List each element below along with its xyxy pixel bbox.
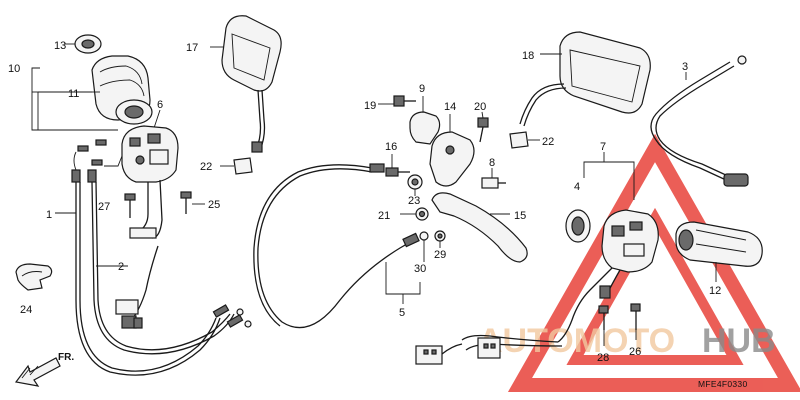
callout-11: 11 [68, 88, 79, 100]
cable-fittings-left [71, 139, 123, 183]
callout-21: 21 [378, 210, 390, 222]
callout-17: 17 [186, 42, 198, 54]
clutch-switch-8 [481, 168, 506, 189]
screw-25 [180, 191, 205, 214]
callout-7: 7 [600, 141, 606, 153]
callout-1: 1 [46, 209, 52, 221]
right-grip-12 [675, 221, 763, 282]
right-mirror-18 [519, 31, 651, 127]
callout-14: 14 [444, 101, 456, 113]
bracket-5 [385, 262, 421, 304]
callout-2: 2 [118, 261, 124, 273]
callout-8: 8 [489, 157, 495, 169]
cable-3 [650, 55, 749, 187]
cable-clamp-24 [15, 263, 53, 291]
bracket-7 [583, 152, 635, 200]
callout-22-left: 22 [200, 161, 212, 173]
screw-26 [630, 303, 641, 340]
throttle-cable-2 [91, 181, 235, 355]
diagram-code: MFE4F0330 [698, 379, 747, 389]
left-switch-housing-6 [121, 109, 179, 239]
mirror-nut-22-right [509, 131, 540, 149]
grip-end-cap-13 [64, 34, 102, 54]
left-grip-11 [91, 55, 153, 125]
nut-30 [419, 231, 429, 262]
callout-29: 29 [434, 249, 446, 261]
callout-20: 20 [474, 101, 486, 113]
clamp-9 [409, 96, 441, 145]
screw-28 [598, 305, 609, 346]
callout-13: 13 [54, 40, 66, 52]
callout-labels: 13 10 11 6 1 2 27 25 24 17 22 19 9 14 20… [8, 40, 721, 364]
throttle-cable-1 [55, 182, 221, 376]
callout-4: 4 [574, 181, 580, 193]
callout-24: 24 [20, 304, 32, 316]
callout-15: 15 [514, 210, 526, 222]
seal-ring-4 [565, 209, 591, 243]
watermark: AUTOMOTO HUB [478, 133, 800, 392]
bracket-10 [31, 67, 118, 131]
callout-30: 30 [414, 263, 426, 275]
dust-cover-23 [407, 174, 423, 196]
callout-3: 3 [682, 61, 688, 73]
callout-10: 10 [8, 63, 20, 75]
cable-end-fittings [212, 304, 252, 328]
callout-22-right: 22 [542, 136, 554, 148]
lever-bracket-14 [429, 114, 475, 187]
nut-21 [400, 207, 429, 221]
pin-16 [385, 154, 410, 177]
screw-27 [124, 193, 136, 218]
left-switch-harness [115, 245, 159, 329]
callout-28: 28 [597, 352, 609, 364]
callout-6: 6 [157, 99, 163, 111]
callout-26: 26 [629, 346, 641, 358]
clutch-cable-5 [253, 163, 420, 329]
left-mirror-17 [210, 15, 282, 153]
watermark-text-left: AUTOMOTO [478, 322, 675, 360]
right-harness-connectors [415, 334, 563, 365]
mirror-nut-22-left [220, 157, 253, 175]
callout-5: 5 [399, 307, 405, 319]
bolt-20 [477, 111, 489, 143]
callout-12: 12 [709, 285, 721, 297]
front-arrow-label: FR. [58, 352, 74, 363]
callout-16: 16 [385, 141, 397, 153]
right-switch-housing [557, 209, 659, 343]
callout-27: 27 [98, 201, 110, 213]
bolt-19 [378, 95, 416, 107]
callout-19: 19 [364, 100, 376, 112]
watermark-text-right: HUB [702, 322, 776, 360]
callout-18: 18 [522, 50, 534, 62]
callout-23: 23 [408, 195, 420, 207]
washer-29 [434, 230, 446, 248]
callout-9: 9 [419, 83, 425, 95]
watermark-triangle-icon [507, 133, 800, 392]
callout-25: 25 [208, 199, 220, 211]
clutch-lever-15 [431, 192, 528, 263]
front-direction-arrow-icon [14, 357, 61, 387]
